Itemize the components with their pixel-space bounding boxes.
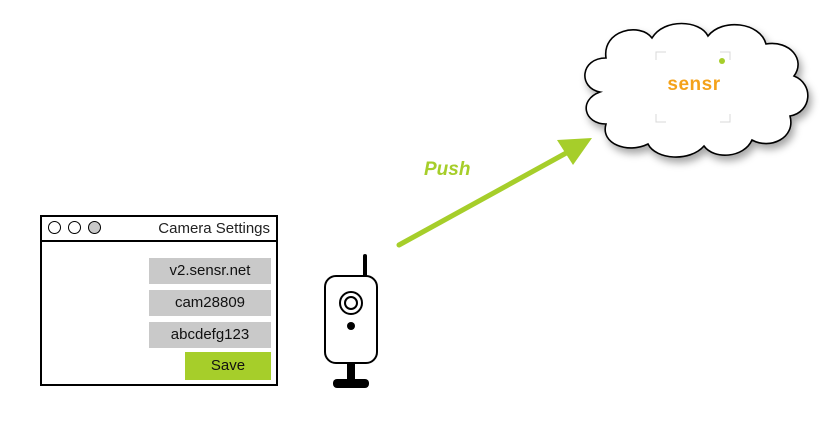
sensr-logo: sensr	[667, 74, 721, 95]
window-zoom-button[interactable]	[88, 221, 101, 234]
window-titlebar: Camera Settings	[42, 217, 276, 242]
push-label: Push	[424, 159, 471, 180]
webcam-base	[333, 379, 369, 388]
cloud-shape	[584, 22, 809, 158]
logo-dot	[719, 58, 725, 64]
window-title: Camera Settings	[158, 220, 270, 237]
camera-settings-window: Camera Settings v2.sensr.net cam28809 ab…	[40, 215, 278, 386]
save-button[interactable]: Save	[185, 352, 271, 380]
push-arrow-shaft	[396, 149, 571, 248]
cloud	[584, 22, 809, 158]
webcam-neck	[347, 363, 355, 379]
webcam-body	[324, 275, 378, 364]
server-field[interactable]: v2.sensr.net	[149, 258, 271, 284]
window-close-button[interactable]	[48, 221, 61, 234]
window-minimize-button[interactable]	[68, 221, 81, 234]
webcam-lens-inner	[344, 296, 358, 310]
password-field[interactable]: abcdefg123	[149, 322, 271, 348]
logo-frame	[655, 51, 731, 123]
push-arrow	[396, 138, 592, 248]
push-arrow-head	[557, 138, 592, 165]
webcam-led	[347, 322, 355, 330]
camera-id-field[interactable]: cam28809	[149, 290, 271, 316]
webcam-icon	[324, 254, 378, 388]
